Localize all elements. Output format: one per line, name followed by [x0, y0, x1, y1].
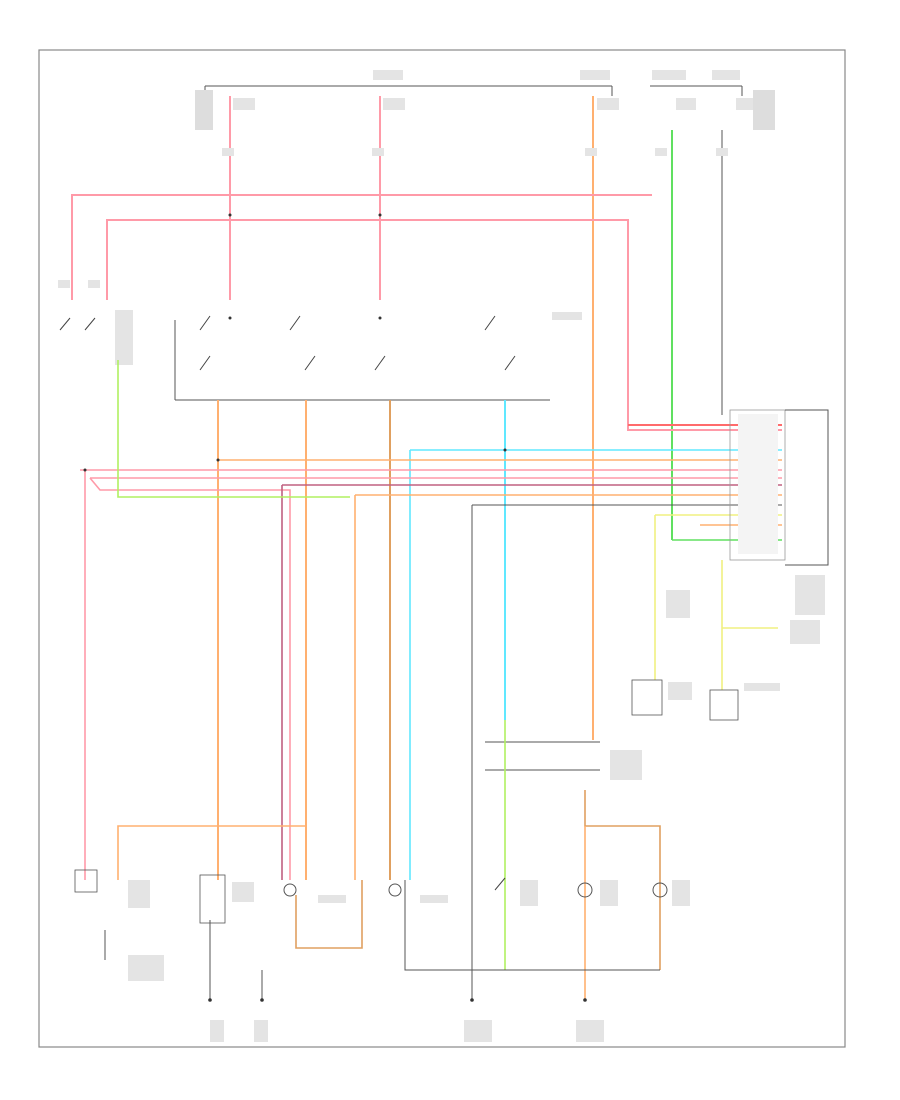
- fuse-labels: [195, 70, 775, 130]
- control-module: [729, 409, 829, 615]
- lower-left-section: [74, 825, 604, 1042]
- diagram-frame: [38, 49, 846, 1048]
- sensors: [631, 515, 820, 721]
- harness-bundle: [80, 360, 782, 1000]
- feed-wires: [229, 96, 723, 740]
- module-outputs: [217, 400, 506, 880]
- switch-module: [58, 148, 728, 401]
- lower-right-section: [404, 720, 690, 1000]
- fuse-bus: [204, 85, 743, 96]
- red-rails: [71, 194, 782, 431]
